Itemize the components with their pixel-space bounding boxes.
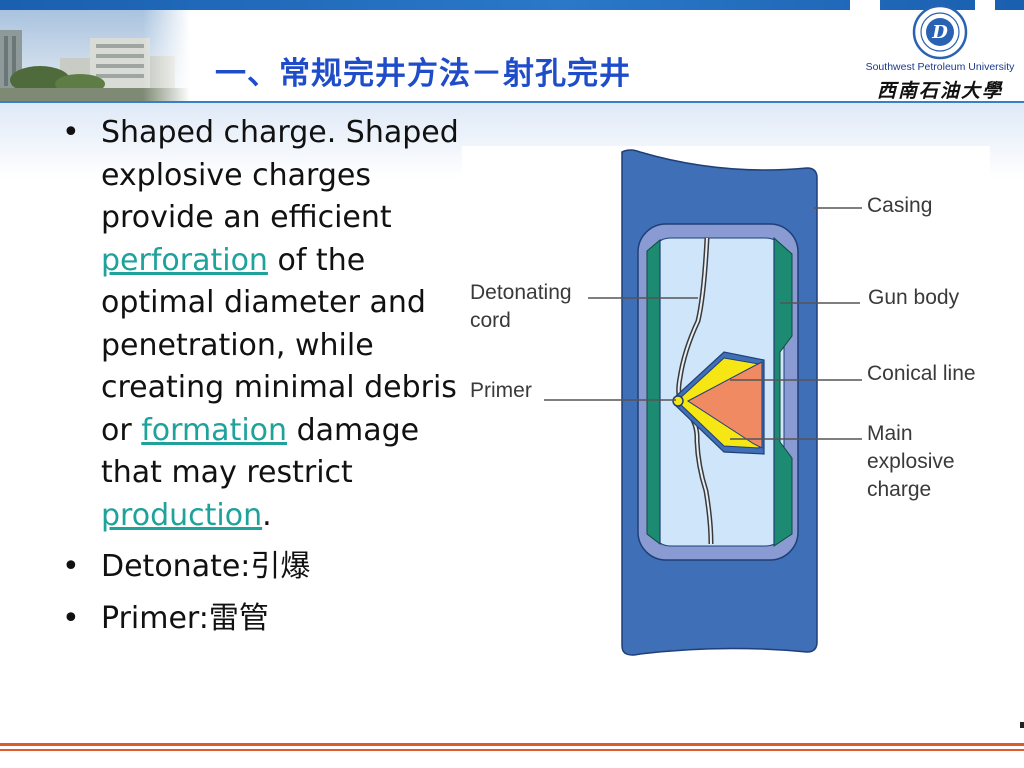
bullet-primer: • Primer:雷管 (62, 598, 462, 641)
primer-label: Primer (470, 379, 532, 402)
term-label: Primer: (101, 600, 209, 636)
term-translation: 雷管 (208, 600, 269, 636)
perforating-gun-diagram: Casing Gun body Detonating cord Primer C… (462, 146, 990, 660)
footer-rule-top (0, 743, 1024, 746)
conical-line-label: Conical line (867, 362, 976, 385)
bullet-dot: • (62, 549, 80, 584)
header-divider (0, 101, 1024, 103)
bullet-dot: • (62, 600, 80, 636)
bullet-detonate: • Detonate:引爆 (62, 546, 462, 589)
casing-label: Casing (867, 194, 932, 217)
primer-shape (672, 395, 684, 407)
emblem-letter: D (931, 22, 948, 43)
main-charge-label-line3: charge (867, 478, 931, 501)
bullet-text-segment: . (262, 497, 272, 533)
detonating-cord-label-line2: cord (470, 309, 511, 332)
detonating-cord-label-line1: Detonating (470, 281, 572, 304)
bullet-text-segment: of the optimal diameter and penetration,… (101, 242, 457, 448)
liner-left (646, 238, 661, 546)
term-label: Detonate: (101, 549, 251, 584)
university-logo: D Southwest Petroleum University 西南石油大學 (860, 4, 1020, 102)
liner-right (773, 236, 793, 547)
term-translation: 引爆 (250, 549, 311, 584)
bullet-text: Shaped charge. Shaped explosive charges … (101, 115, 459, 533)
bullet-text-segment: damage that may restrict (101, 412, 420, 491)
gun-body-label: Gun body (868, 286, 960, 309)
bullet-dot: • (62, 115, 80, 150)
university-name-english: Southwest Petroleum University (865, 61, 1015, 73)
footer-rule-bottom (0, 749, 1024, 751)
top-accent-bar (0, 0, 1024, 10)
perforation-link[interactable]: perforation (101, 242, 268, 278)
top-bar-gap (850, 0, 880, 10)
main-charge-label-line1: Main (867, 422, 913, 445)
slide-title: 一、常规完井方法－射孔完井 (215, 56, 631, 92)
campus-photo (0, 10, 190, 102)
top-bar-gap (975, 0, 995, 10)
conical-liner-shape (687, 361, 763, 449)
production-link[interactable]: production (101, 497, 263, 533)
university-name-chinese: 西南石油大學 (876, 80, 1003, 102)
bullet-text-segment: Shaped charge. Shaped explosive charges … (101, 115, 459, 235)
university-emblem-icon: D (912, 4, 968, 60)
main-charge-label-line2: explosive (867, 450, 955, 473)
bullet-shaped-charge: • Shaped charge. Shaped explosive charges… (62, 112, 462, 537)
formation-link[interactable]: formation (141, 412, 288, 448)
bullet-list: • Shaped charge. Shaped explosive charges… (62, 112, 462, 649)
slide-corner-mark (1020, 722, 1024, 728)
